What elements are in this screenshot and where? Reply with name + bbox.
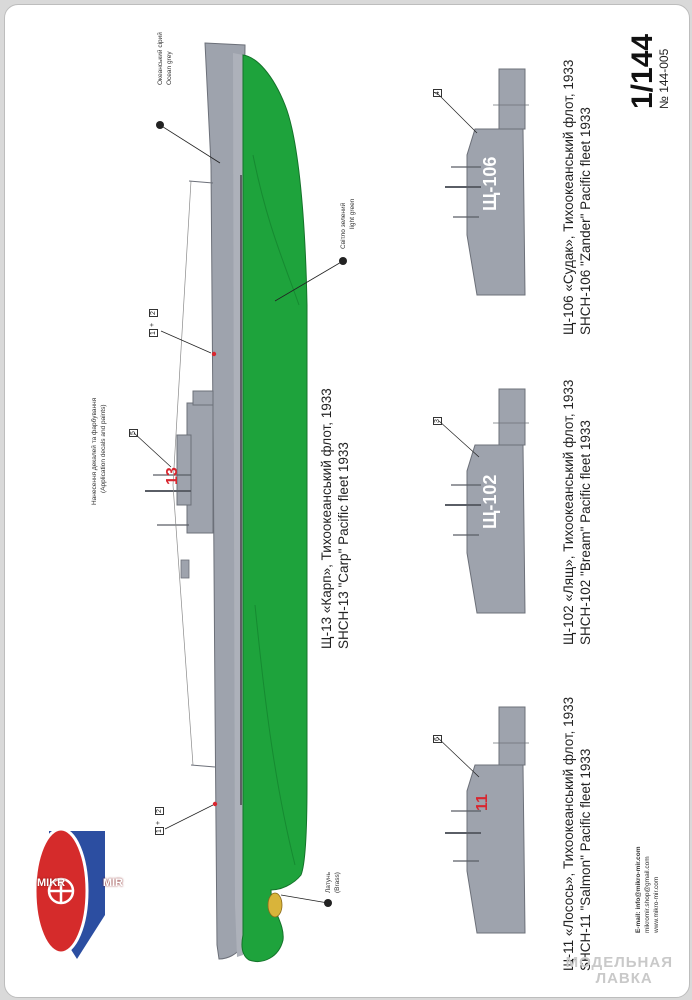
contact-email-2: mikromir.shop@gmail.com xyxy=(644,856,651,933)
caption-shch13-uk: Щ-13 «Карп», Тихоокеанський флот, 1933 xyxy=(319,388,334,649)
logo-text-left: MIKR xyxy=(37,877,66,889)
tower-shch106 xyxy=(436,68,529,296)
drawing-canvas xyxy=(33,42,529,962)
contact-email: E-mail: info@mikro-mir.com xyxy=(635,846,642,933)
application-caption-uk: Нанесення декалей та фарбування xyxy=(91,397,98,505)
paint-brass-en: (Brass) xyxy=(334,872,341,893)
propeller-brass xyxy=(267,892,283,918)
contact-web: www.mikro-mir.com xyxy=(653,876,660,933)
decal-sheet: 1/144 № 144-005 Нанесення декалей та фар… xyxy=(4,4,690,998)
callout-main-2: 2 xyxy=(149,309,158,317)
callout-main-1: 1 xyxy=(149,329,158,337)
paint-light-green-en: light green xyxy=(349,198,356,229)
caption-shch11-en: SHCH-11 "Salmon" Pacific fleet 1933 xyxy=(578,748,593,971)
logo-wordmark: MIKR MIR xyxy=(37,877,123,889)
caption-shch11-uk: Щ-11 «Лосось», Тихоокеанський флот, 1933 xyxy=(561,696,576,971)
callout-lower-1: 1 xyxy=(155,827,164,835)
caption-shch106-en: SHCH-106 "Zander" Pacific fleet 1933 xyxy=(578,107,593,335)
callout-main-tower: 5 xyxy=(129,429,138,437)
callout-shch106: 4 xyxy=(433,89,442,97)
caption-shch102-en: SHCH-102 "Bream" Pacific fleet 1933 xyxy=(578,420,593,645)
mikromir-logo xyxy=(33,827,105,959)
hull-number-shch11: 11 xyxy=(474,794,491,811)
watermark: МОДЕЛЬНАЯ ЛАВКА xyxy=(566,955,673,987)
caption-shch106-uk: Щ-106 «Судак», Тихоокеанський флот, 1933 xyxy=(561,59,576,335)
callout-lower-plus: + xyxy=(155,820,162,825)
callout-shch11: 6 xyxy=(433,735,442,743)
paint-light-green-uk: Світло зелений xyxy=(340,202,347,249)
tower-shch102 xyxy=(438,388,529,614)
caption-shch13-en: SHCH-13 "Carp" Pacific fleet 1933 xyxy=(336,442,351,649)
hull-number-shch106: Щ-106 xyxy=(480,156,500,211)
callout-shch102: 3 xyxy=(433,417,442,425)
hull-number-shch13: 13 xyxy=(164,467,181,485)
paint-ocean-grey-en: Ocean grey xyxy=(166,51,173,85)
paint-brass-uk: Латунь xyxy=(325,871,332,893)
hull-number-shch102: Щ-102 xyxy=(480,474,500,529)
scale-label: 1/144 xyxy=(626,33,659,109)
logo-text-right: MIR xyxy=(102,877,123,889)
catalog-number: № 144-005 xyxy=(657,48,671,109)
watermark-line2: ЛАВКА xyxy=(595,970,653,987)
application-caption-en: (Application decals and paints) xyxy=(100,404,107,493)
callout-lower-2: 2 xyxy=(155,807,164,815)
main-hull-green xyxy=(241,54,308,962)
main-conning-tower xyxy=(145,390,214,579)
callout-main-plus: + xyxy=(149,322,156,327)
paint-ocean-grey-uk: Океанський сірий xyxy=(157,32,164,85)
watermark-line1: МОДЕЛЬНАЯ xyxy=(565,954,673,971)
tower-shch11 xyxy=(436,706,529,934)
caption-shch102-uk: Щ-102 «Лящ», Тихоокеанський флот, 1933 xyxy=(561,379,576,645)
